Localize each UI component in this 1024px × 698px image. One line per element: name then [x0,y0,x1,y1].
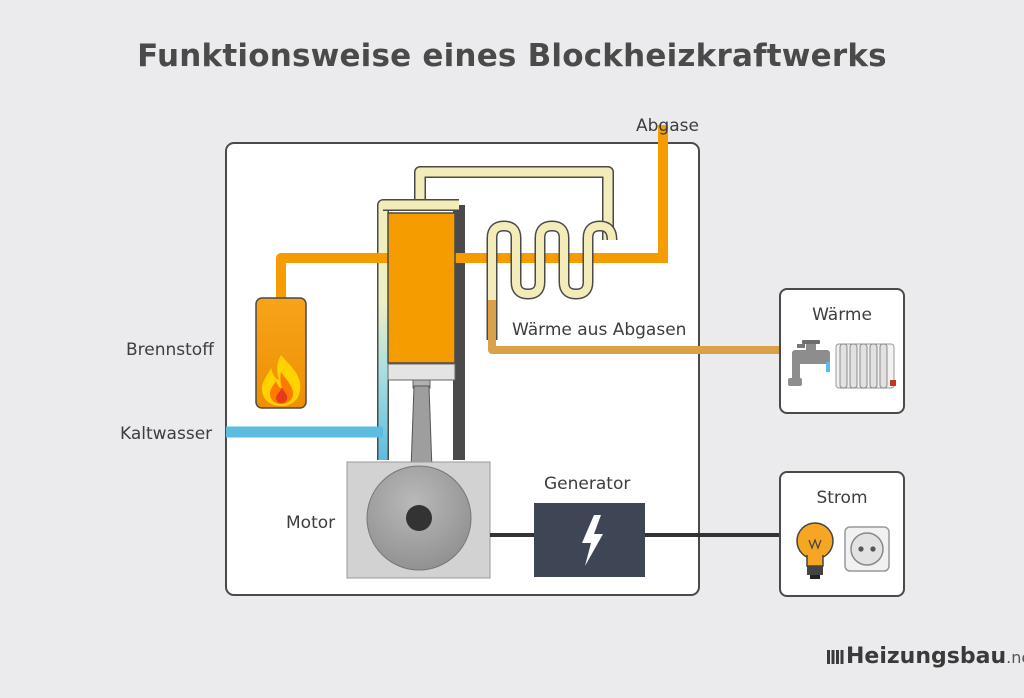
heat-output-box [779,288,905,414]
page-title: Funktionsweise eines Blockheizkraftwerks [137,38,887,74]
radiator-logo-icon [827,650,844,664]
label-brennstoff: Brennstoff [126,340,214,360]
lightning-icon [582,515,603,566]
generator [534,503,645,577]
piston [387,363,456,471]
motor [346,461,491,579]
power-box-title: Strom [816,488,868,508]
water-tap-icon [788,340,830,386]
light-bulb-icon [796,522,834,579]
heat-exchanger-coil [486,220,618,340]
exhaust-pipe [455,125,668,263]
heat-box-title: Wärme [812,305,872,325]
engine-cylinder [387,212,456,364]
power-socket-icon [844,526,890,572]
brand-tld: .net [1006,648,1024,667]
fuel-tank [255,297,307,409]
cooling-water-circuit [377,166,614,460]
heat-output-pipe [488,300,780,354]
label-motor: Motor [286,513,336,533]
brand-logo: Heizungsbau.net [826,644,1024,669]
flame-icon [262,355,301,406]
label-kaltwasser: Kaltwasser [120,424,213,444]
label-waerme-aus-abgasen: Wärme aus Abgasen [512,320,687,340]
fuel-line [276,253,388,300]
brand-name: Heizungsbau [846,644,1007,669]
radiator-icon [835,343,896,389]
label-abgase: Abgase [636,116,699,136]
power-output-box [779,471,905,597]
label-generator: Generator [544,474,631,494]
